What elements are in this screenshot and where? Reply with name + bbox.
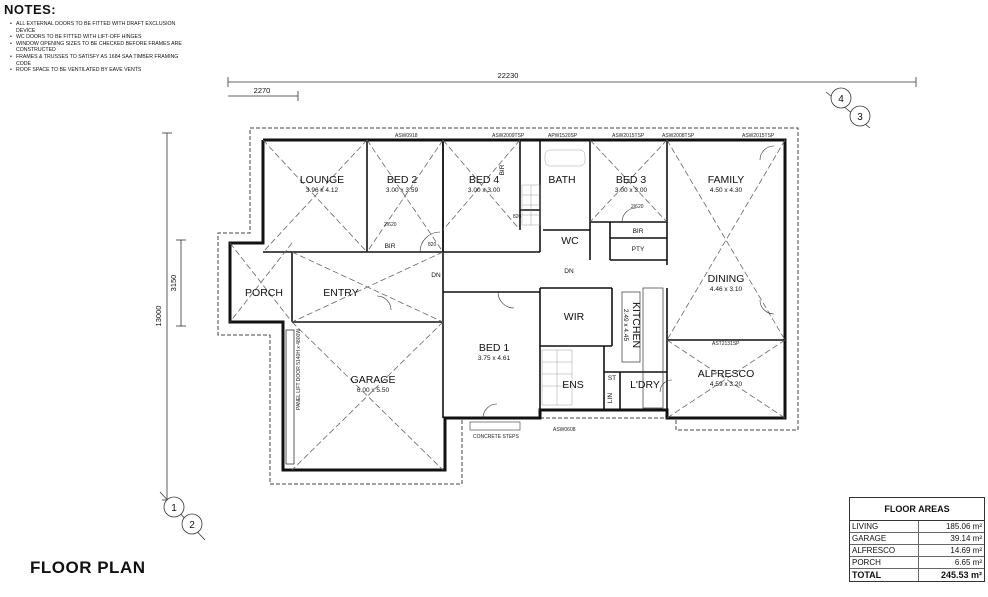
table-row: GARAGE 39.14 m²	[850, 532, 984, 545]
door-size-a: 820	[428, 242, 437, 248]
note-item: ALL EXTERNAL DOORS TO BE FITTED WITH DRA…	[10, 21, 194, 34]
step-down-1: DN	[431, 272, 441, 279]
section-marker-1: 1	[171, 503, 177, 514]
porch-label: PORCH	[245, 287, 283, 299]
ldry-label: L'DRY	[630, 379, 660, 391]
door-swings	[376, 145, 775, 419]
family-label: FAMILY	[708, 174, 745, 186]
bir-bed4-label: BIR	[499, 164, 506, 175]
internal-walls	[263, 140, 785, 418]
bed2-label: BED 2	[387, 174, 418, 186]
wc-label: WC	[561, 235, 579, 247]
note-item: WINDOW OPENING SIZES TO BE CHECKED BEFOR…	[10, 41, 194, 54]
note-item: FRAMES & TRUSSES TO SATISFY AS 1684 SAA …	[10, 54, 194, 67]
lounge-size: 3.96 x 4.12	[306, 187, 339, 194]
overall-depth-dim: 13000	[154, 306, 163, 327]
bath-tiles	[521, 149, 586, 406]
notes-list: ALL EXTERNAL DOORS TO BE FITTED WITH DRA…	[4, 21, 194, 74]
area-value: 14.69 m²	[918, 544, 984, 557]
family-size: 4.50 x 4.30	[710, 187, 743, 194]
floor-areas-grid: LIVING 185.06 m² GARAGE 39.14 m² ALFRESC…	[850, 521, 984, 581]
overall-width-dim: 22230	[498, 71, 519, 80]
window-bath: APW1520SP	[548, 133, 578, 139]
window-bed3: ASW2015TSP	[612, 133, 645, 139]
garage-door-label: PANEL LIFT DOOR 5140H x 4800W	[296, 329, 302, 410]
pty-label: PTY	[632, 246, 645, 253]
area-label: GARAGE	[850, 532, 919, 545]
bed2-size: 3.00 x 3.59	[386, 187, 419, 194]
kitchen-label: KITCHEN	[630, 302, 642, 348]
section-marker-2: 2	[189, 520, 195, 531]
section-marker-bottom	[159, 491, 206, 541]
bed4-size: 3.00 x 3.00	[468, 187, 501, 194]
bir-bed2-label: BIR	[385, 243, 396, 250]
bed3-size: 3.00 x 3.00	[615, 187, 648, 194]
window-family: ASW2015TSP	[742, 133, 775, 139]
garage-label: GARAGE	[351, 374, 396, 386]
st-label: ST	[608, 375, 616, 382]
porch-depth-dim: 3150	[169, 275, 178, 292]
kitchen-size: 2.49 x 4.45	[622, 309, 629, 342]
total-label: TOTAL	[852, 570, 882, 580]
alfresco-size: 4.59 x 3.20	[710, 381, 743, 388]
floor-areas-title: FLOOR AREAS	[850, 498, 984, 521]
bed4-label: BED 4	[469, 174, 500, 186]
bed1-label: BED 1	[479, 342, 510, 354]
eave-outline	[217, 127, 799, 485]
table-row: LIVING 185.06 m²	[850, 521, 984, 533]
section-marker-3: 3	[857, 112, 863, 123]
door-size-d: 2/620	[631, 204, 644, 210]
garage-door	[285, 329, 295, 465]
window-bed3b: ASW2008TSP	[662, 133, 695, 139]
lounge-label: LOUNGE	[300, 174, 344, 186]
step-down-2: DN	[564, 268, 574, 275]
note-item: ROOF SPACE TO BE VENTILATED BY EAVE VENT…	[10, 67, 194, 74]
concrete-steps-label: CONCRETE STEPS	[473, 434, 520, 440]
table-row-total: TOTAL 245.53 m²	[850, 568, 984, 581]
porch-width-dim: 2270	[254, 86, 271, 95]
area-value: 185.06 m²	[918, 521, 984, 533]
wir-label: WIR	[564, 311, 585, 323]
area-label: ALFRESCO	[850, 544, 919, 557]
window-bed4: ASW2009TSP	[492, 133, 525, 139]
bed3-label: BED 3	[616, 174, 647, 186]
garage-size: 6.00 x 5.50	[357, 387, 390, 394]
dining-label: DINING	[708, 273, 745, 285]
dining-size: 4.46 x 3.10	[710, 286, 743, 293]
room-diagonals	[229, 139, 786, 471]
external-walls	[228, 138, 787, 472]
window-alfresco: AST2131SP	[712, 341, 740, 347]
area-label: PORCH	[850, 556, 919, 569]
note-item: WC DOORS TO BE FITTED WITH LIFT-OFF HING…	[10, 34, 194, 41]
ens-label: ENS	[562, 379, 584, 391]
lin-label: LIN	[607, 393, 614, 403]
entry-label: ENTRY	[323, 287, 358, 299]
bed1-size: 3.75 x 4.61	[478, 355, 511, 362]
plan-title: FLOOR PLAN	[30, 558, 146, 577]
alfresco-label: ALFRESCO	[698, 368, 755, 380]
notes-block: NOTES: ALL EXTERNAL DOORS TO BE FITTED W…	[4, 2, 194, 74]
notes-title: NOTES:	[4, 2, 57, 17]
section-marker-4: 4	[838, 94, 844, 105]
concrete-steps	[469, 421, 521, 431]
area-value: 6.65 m²	[918, 556, 984, 569]
door-size-b: 820	[513, 214, 522, 220]
area-value: 39.14 m²	[918, 532, 984, 545]
section-marker-top	[825, 87, 871, 129]
window-lounge: ASW0918	[395, 133, 418, 139]
area-label: LIVING	[850, 521, 919, 533]
door-size-c: 2/620	[384, 222, 397, 228]
bir-bed3-label: BIR	[633, 228, 644, 235]
total-value: 245.53 m²	[918, 568, 984, 581]
kitchen-bench	[621, 287, 664, 409]
window-bed1: ASW0608	[553, 427, 576, 433]
bath-label: BATH	[548, 174, 575, 186]
floor-areas-table: FLOOR AREAS LIVING 185.06 m² GARAGE 39.1…	[849, 497, 985, 582]
table-row: PORCH 6.65 m²	[850, 556, 984, 569]
table-row: ALFRESCO 14.69 m²	[850, 544, 984, 557]
